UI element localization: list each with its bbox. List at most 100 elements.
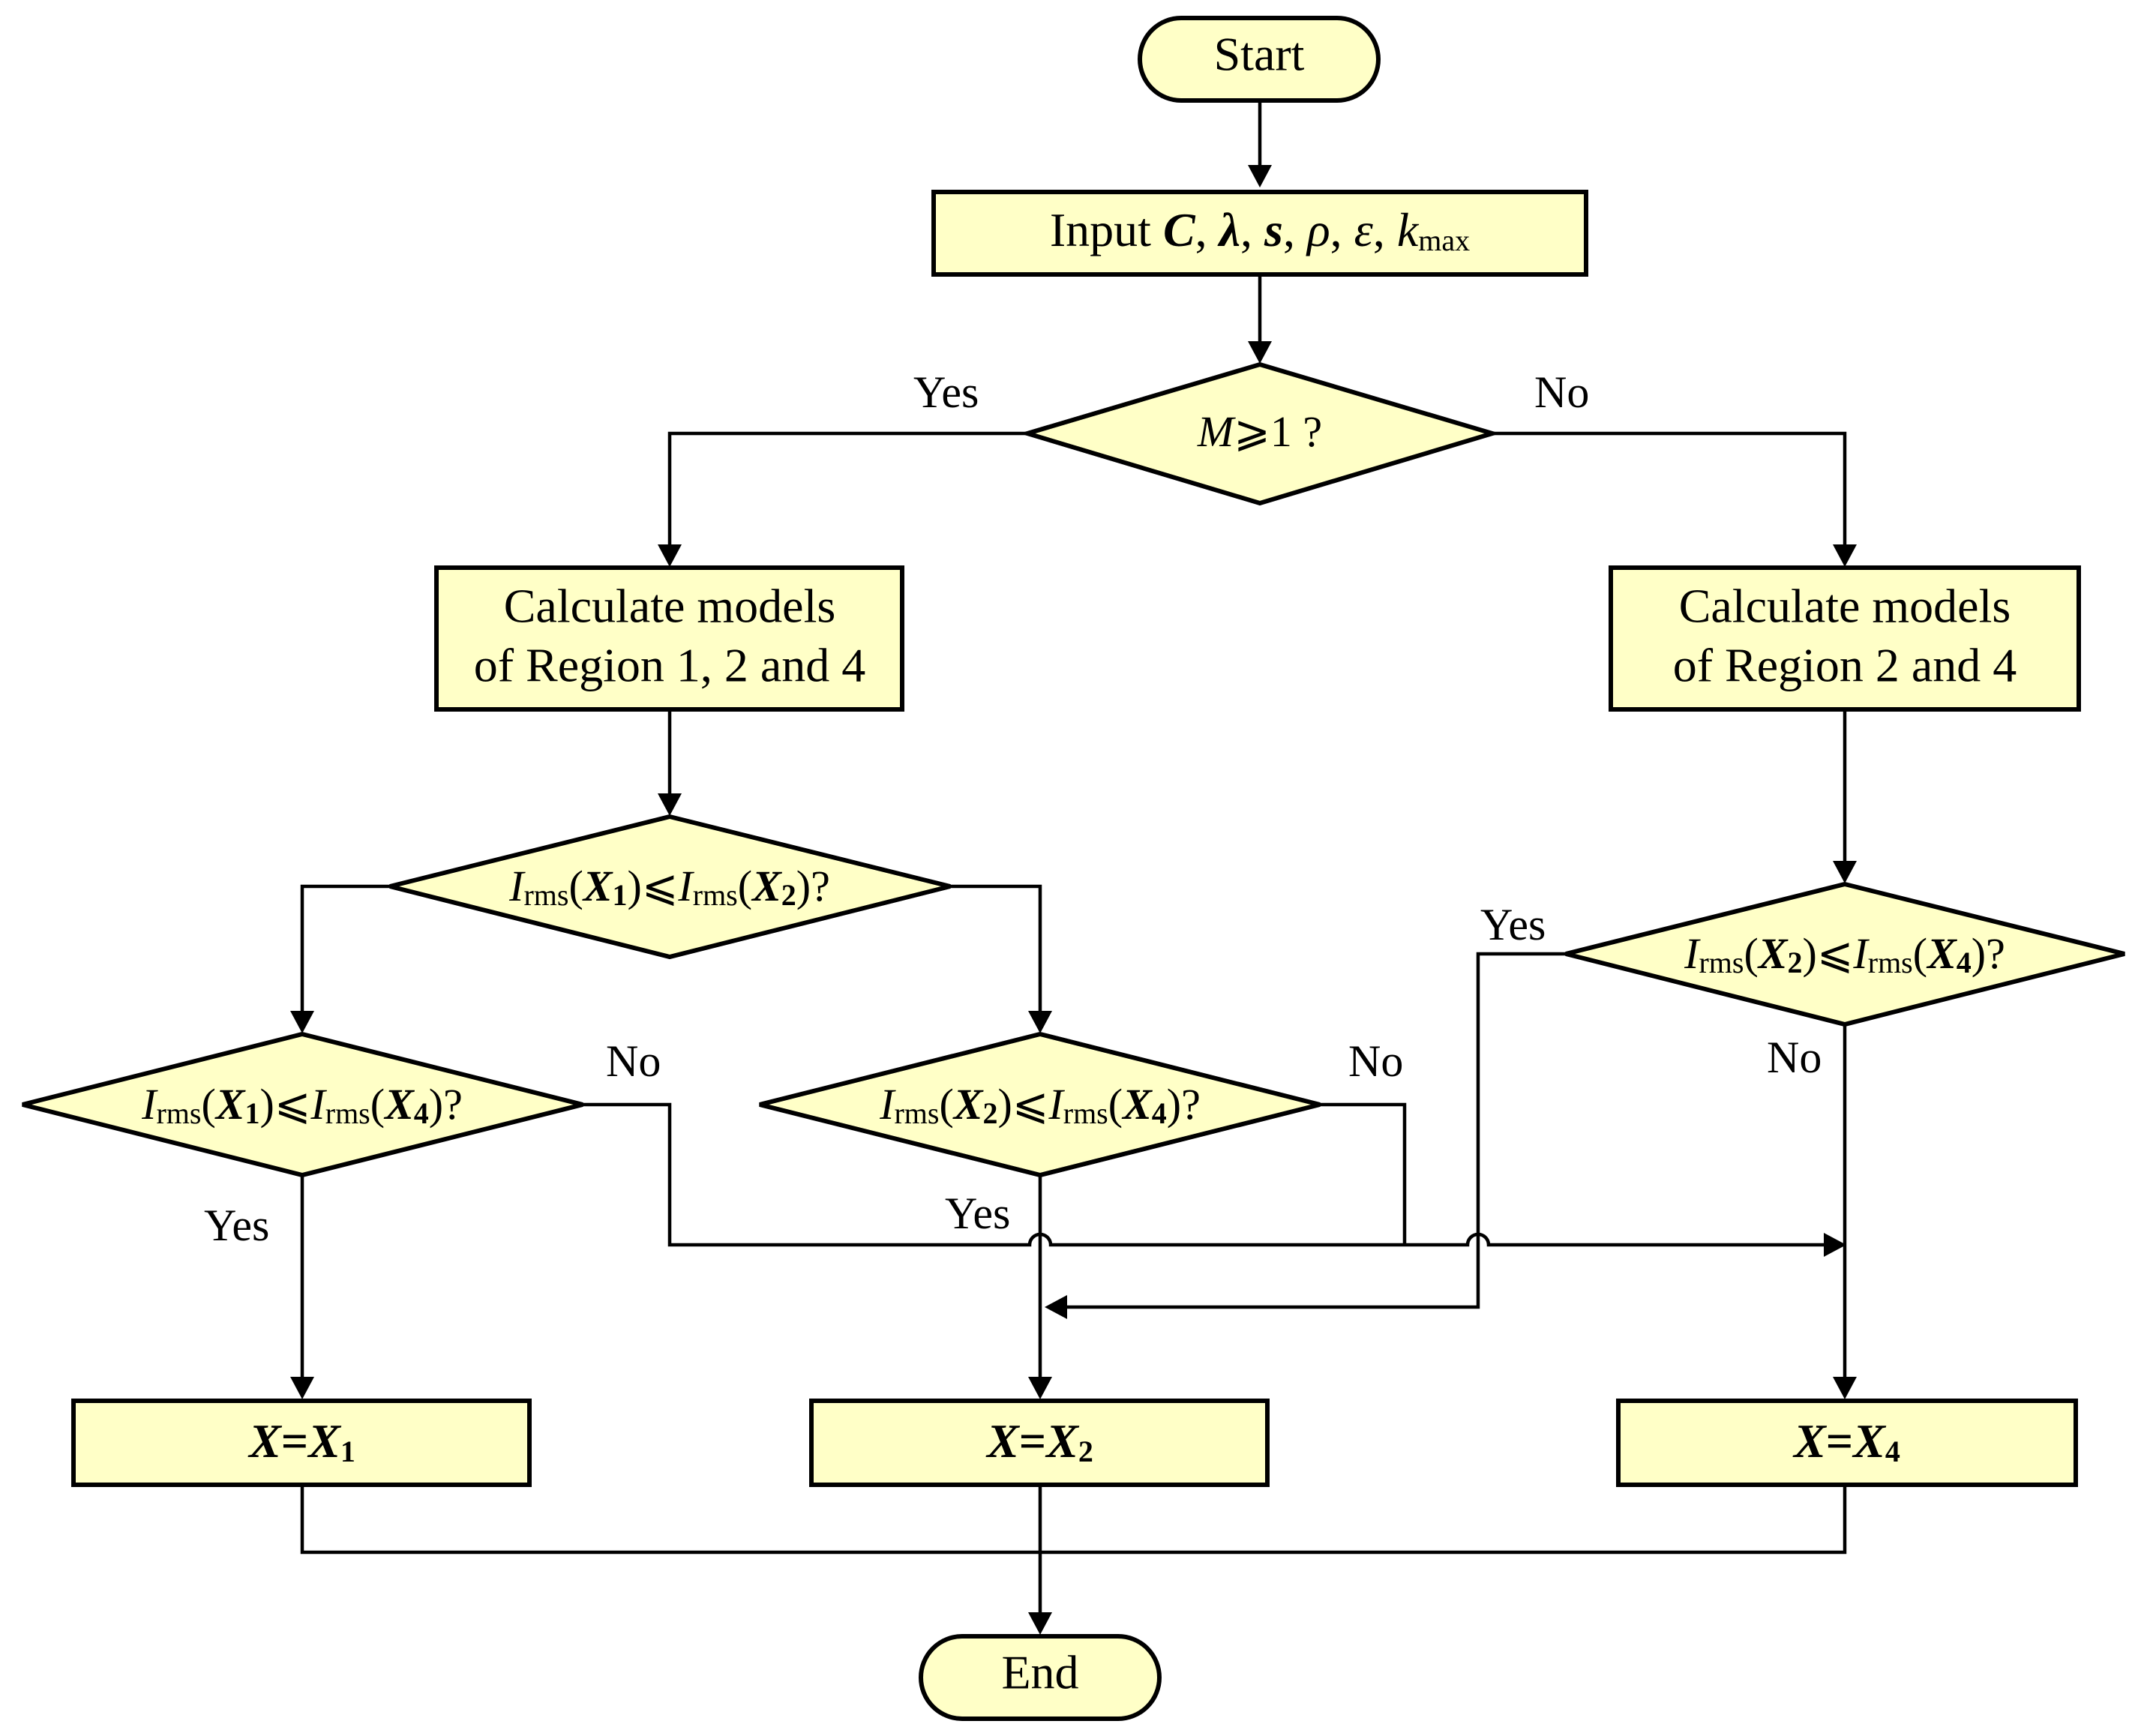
question-mark: ?: [1986, 929, 2005, 978]
decision-x2-x4-right: [1565, 881, 2125, 1027]
calc-right-line1: Calculate models: [1679, 580, 2011, 633]
sep: ,: [1373, 203, 1397, 256]
sub-index: 1: [612, 878, 627, 912]
sub-index: 4: [1152, 1096, 1167, 1130]
paren: ): [429, 1080, 443, 1129]
paren: (: [1744, 929, 1758, 978]
sub-rms: rms: [1868, 946, 1913, 979]
input-label: Input C, λ, s, ρ, ε, kmax: [1050, 203, 1470, 258]
input-k-subscript: max: [1418, 223, 1470, 257]
decision-x2-x4-left: [759, 1031, 1321, 1178]
arrowhead: [1028, 1377, 1052, 1399]
sub-rms: rms: [894, 1096, 939, 1130]
input-var-k: k: [1397, 203, 1420, 256]
decision-x1-x2-label: Irms(X1)⩽Irms(X2)?: [508, 862, 830, 912]
sym-x: X: [1792, 1414, 1827, 1468]
sub-rms: rms: [1063, 1096, 1108, 1130]
decision-x2-x4-right-label: Irms(X2)⩽Irms(X4)?: [1684, 929, 2005, 979]
sym-x: X: [751, 862, 782, 910]
sub-rms: rms: [693, 878, 738, 912]
op-eq: =: [281, 1414, 308, 1468]
paren: ): [1972, 929, 1986, 978]
decision-x2-x4-left-label: Irms(X2)⩽Irms(X4)?: [879, 1080, 1201, 1130]
input-box: [931, 190, 1588, 277]
arrowhead: [1833, 544, 1857, 567]
arrowhead: [1248, 165, 1272, 187]
label-d24r-no: No: [1767, 1033, 1822, 1082]
arrowhead: [1824, 1233, 1846, 1257]
paren: ): [1167, 1080, 1181, 1129]
sym-i: I: [141, 1080, 158, 1129]
paren: (: [738, 862, 752, 910]
decision-x1-x4-label: Irms(X1)⩽Irms(X4)?: [141, 1080, 463, 1130]
calc-right-box: [1609, 565, 2081, 712]
label-d24l-yes: Yes: [945, 1189, 1010, 1238]
question-mark: ?: [443, 1080, 463, 1129]
sym-i: I: [1684, 929, 1701, 978]
sym-i: I: [508, 862, 526, 910]
decision-m-label: M⩾1 ?: [1197, 407, 1322, 456]
label-m-no: No: [1534, 367, 1589, 417]
calc-left-box: [434, 565, 904, 712]
sep: ,: [1330, 203, 1354, 256]
edge-d12-d14: [300, 884, 390, 1011]
arrowhead: [290, 1011, 314, 1033]
question-mark: ?: [811, 862, 830, 910]
arrowhead: [658, 544, 682, 567]
decision-m-condition: ⩾1 ?: [1234, 407, 1322, 456]
label-d14-yes: Yes: [204, 1201, 269, 1250]
sub-rms: rms: [325, 1096, 370, 1130]
sub-index: 4: [1957, 946, 1972, 979]
label-d24r-yes: Yes: [1480, 900, 1546, 949]
input-var-s: s: [1264, 203, 1283, 256]
input-var-lambda: λ: [1217, 203, 1240, 256]
edge-d24l-no: [1320, 1102, 1407, 1245]
sym-i: I: [1048, 1080, 1065, 1129]
sub-index: 1: [244, 1096, 259, 1130]
calc-left-line1: Calculate models: [504, 580, 836, 633]
result-x2-box: [809, 1399, 1270, 1487]
op-eq: =: [1019, 1414, 1046, 1468]
sym-x: X: [1757, 929, 1789, 978]
result-x4-label: X=X4: [1792, 1414, 1900, 1469]
arrowhead: [1248, 341, 1272, 364]
sub-index: 1: [340, 1435, 355, 1468]
sep: ,: [1240, 203, 1264, 256]
sub-index: 2: [781, 878, 796, 912]
sub-index: 2: [1078, 1435, 1093, 1468]
edge-m-no: [1492, 431, 1847, 544]
sym-x: X: [214, 1080, 246, 1129]
start-terminal: [1138, 16, 1381, 103]
paren: (: [370, 1080, 385, 1129]
arrowhead: [1833, 1377, 1857, 1399]
sym-x: X: [307, 1414, 341, 1468]
paren: (: [201, 1080, 215, 1129]
edge-d24r-yes: [1067, 952, 1566, 1309]
edge-m-yes: [667, 431, 1027, 544]
sym-x: X: [1852, 1414, 1886, 1468]
label-d14-no: No: [606, 1036, 661, 1086]
arrowhead: [1045, 1295, 1067, 1319]
sym-x: X: [1926, 929, 1957, 978]
sym-i: I: [879, 1080, 896, 1129]
sym-x: X: [582, 862, 613, 910]
calc-left-line2: of Region 1, 2 and 4: [474, 639, 866, 692]
sym-x: X: [952, 1080, 984, 1129]
sep: ,: [1283, 203, 1307, 256]
paren: (: [939, 1080, 953, 1129]
input-var-epsilon: ε: [1354, 203, 1374, 256]
arrowhead: [1028, 1612, 1052, 1635]
op-le: ⩽: [274, 1080, 311, 1129]
sym-x: X: [985, 1414, 1020, 1468]
label-d24l-no: No: [1348, 1036, 1403, 1086]
sub-index: 4: [1885, 1435, 1900, 1468]
decision-m: [1019, 361, 1501, 506]
input-prefix: Input: [1050, 203, 1163, 256]
paren: ): [997, 1080, 1012, 1129]
end-terminal: [919, 1634, 1162, 1721]
input-var-rho: ρ: [1306, 203, 1330, 256]
sym-x: X: [1045, 1414, 1079, 1468]
paren: ): [796, 862, 811, 910]
